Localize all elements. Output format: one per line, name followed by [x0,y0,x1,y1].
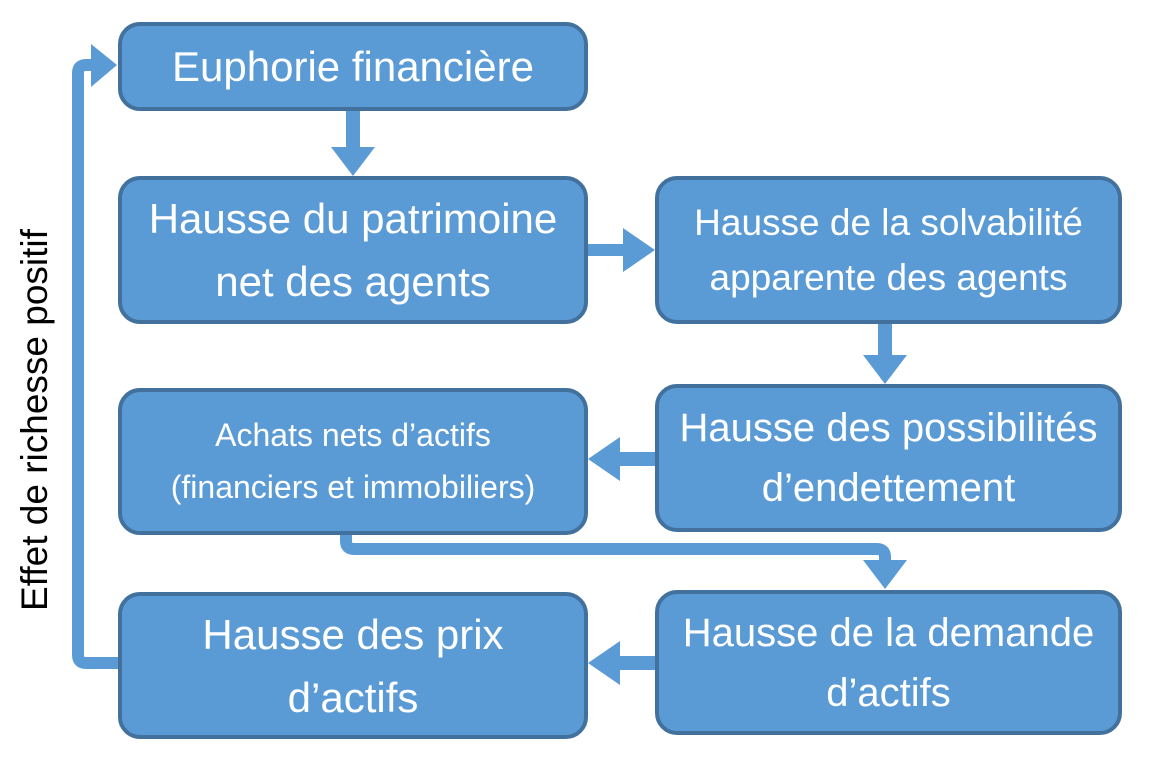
node-label-line: Euphorie financière [172,43,534,90]
node-label-line: Hausse des possibilités [679,406,1098,450]
node-label-line: apparente des agents [709,257,1068,298]
node-euphorie-financiere: Euphorie financière [118,22,588,111]
arrowhead-prix-to-euphorie-icon [91,44,117,87]
node-label-line: net des agents [215,258,491,305]
feedback-loop-label: Effet de richesse positif [14,229,55,611]
feedback-loop-line-icon [72,59,118,669]
arrow-possibilites-to-achats-icon [588,437,655,481]
arrow-euphorie-to-patrimoine-icon [331,111,375,176]
node-label-line: Hausse de la solvabilité [694,201,1083,243]
arrow-demande-to-prix-icon [588,641,655,685]
node-hausse-possibilites-endettement: Hausse des possibilités d’endettement [655,384,1122,532]
node-hausse-solvabilite-apparente: Hausse de la solvabilité apparente des a… [655,176,1122,324]
node-hausse-prix-actifs: Hausse des prix d’actifs [118,592,588,739]
node-label-line: Achats nets d’actifs [215,417,491,454]
node-label-line: d’endettement [761,466,1016,510]
elbow-achats-to-demande-icon [340,534,891,562]
node-label-line: Hausse des prix [202,610,504,658]
node-label-line: d’actifs [287,673,419,721]
node-label-line: d’actifs [826,670,951,715]
node-achats-nets-actifs: Achats nets d’actifs (financiers et immo… [118,388,588,535]
arrow-patrimoine-to-solvabilite-icon [588,228,655,272]
arrow-solvabilite-to-possibilites-icon [863,324,907,384]
node-label-line: (financiers et immobiliers) [170,468,536,505]
node-hausse-demande-actifs: Hausse de la demande d’actifs [655,590,1122,735]
node-label-line: Hausse du patrimoine [148,195,558,242]
node-label-line: Hausse de la demande [682,610,1095,655]
arrowhead-achats-to-demande-icon [863,560,907,589]
node-hausse-patrimoine-net: Hausse du patrimoine net des agents [118,176,588,324]
